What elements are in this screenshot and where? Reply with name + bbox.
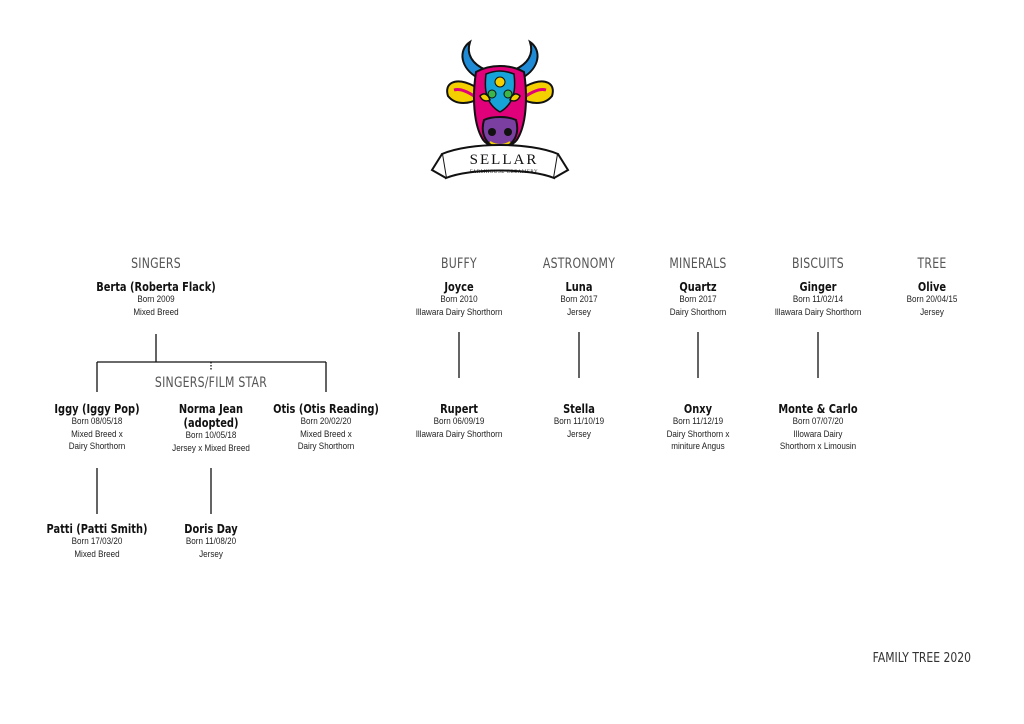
group-label-tree: TREE [917, 256, 947, 272]
cow-born: Born 08/05/18 [71, 416, 123, 427]
cow-name: Stella [563, 402, 595, 416]
cow-name: Berta (Roberta Flack) [96, 280, 216, 294]
cow-name: Otis (Otis Reading) [273, 402, 379, 416]
cow-node-otis: Otis (Otis Reading) Born 20/02/20 Mixed … [251, 402, 401, 454]
cow-breed: Mixed Breed [133, 306, 179, 318]
cow-node-monte-carlo: Monte & Carlo Born 07/07/20 Illowara Dai… [743, 402, 893, 454]
cow-breed: Dairy Shorthorn x [666, 428, 730, 440]
cow-name: Luna [565, 280, 593, 294]
logo-brand: SELLAR [469, 152, 539, 168]
cow-node-stella: Stella Born 11/10/19 Jersey [504, 402, 654, 441]
cow-name: Onxy [683, 402, 713, 416]
footer-family-tree-year: FAMILY TREE 2020 [872, 650, 971, 666]
cow-node-onxy: Onxy Born 11/12/19 Dairy Shorthorn x min… [623, 402, 773, 454]
cow-breed: Jersey [567, 428, 591, 440]
cow-node-quartz: Quartz Born 2017 Dairy Shorthorn [623, 280, 773, 319]
group-label-astronomy: ASTRONOMY [542, 256, 616, 272]
logo-tagline: FARMHOUSE CREAMERY [469, 170, 539, 175]
cow-name: Ginger [799, 280, 837, 294]
cow-breed: Illawara Dairy Shorthorn [415, 306, 503, 318]
cow-name: Joyce [444, 280, 474, 294]
cow-breed: Jersey [199, 548, 223, 560]
cow-name: Doris Day [184, 522, 238, 536]
cow-node-joyce: Joyce Born 2010 Illawara Dairy Shorthorn [384, 280, 534, 319]
cow-born: Born 11/08/20 [185, 536, 237, 547]
cow-born: Born 07/07/20 [792, 416, 844, 427]
cow-born: Born 06/09/19 [433, 416, 485, 427]
group-label-singers-film-star: SINGERS/FILM STAR [154, 375, 268, 391]
cow-breed: Illowara Dairy [793, 428, 843, 440]
cow-breed: Jersey [567, 306, 591, 318]
cow-born: Born 11/02/14 [792, 294, 844, 305]
cow-name: Olive [917, 280, 947, 294]
group-label-singers: SINGERS [131, 256, 181, 272]
cow-node-berta: Berta (Roberta Flack) Born 2009 Mixed Br… [81, 280, 231, 319]
cow-node-patti: Patti (Patti Smith) Born 17/03/20 Mixed … [22, 522, 172, 561]
sellar-cow-logo [430, 39, 570, 180]
cow-node-ginger: Ginger Born 11/02/14 Illawara Dairy Shor… [743, 280, 893, 319]
cow-born: Born 20/02/20 [300, 416, 352, 427]
cow-name: Norma Jean [178, 402, 244, 416]
cow-breed: Mixed Breed x [71, 428, 123, 440]
group-label-buffy: BUFFY [441, 256, 477, 272]
cow-node-norma-jean: Norma Jean (adopted) Born 10/05/18 Jerse… [136, 402, 286, 455]
cow-breed: Jersey [920, 306, 944, 318]
cow-breed-line2: Shorthorn x Limousin [779, 441, 857, 452]
cow-node-rupert: Rupert Born 06/09/19 Illawara Dairy Shor… [384, 402, 534, 441]
cow-name: Rupert [440, 402, 478, 416]
cow-born: Born 2017 [560, 294, 598, 305]
cow-born: Born 10/05/18 [185, 430, 237, 441]
cow-name: Monte & Carlo [778, 402, 858, 416]
cow-born: Born 17/03/20 [71, 536, 123, 547]
cow-node-luna: Luna Born 2017 Jersey [504, 280, 654, 319]
cow-born: Born 11/10/19 [553, 416, 605, 427]
cow-name-line2: (adopted) [183, 416, 239, 430]
cow-breed: Jersey x Mixed Breed [172, 442, 250, 454]
cow-breed: Mixed Breed x [300, 428, 352, 440]
cow-breed: Mixed Breed [74, 548, 120, 560]
cow-born: Born 2010 [440, 294, 478, 305]
cow-born: Born 20/04/15 [906, 294, 958, 305]
cow-breed-line2: miniture Angus [671, 441, 725, 452]
cow-breed: Illawara Dairy Shorthorn [415, 428, 503, 440]
cow-born: Born 2009 [137, 294, 175, 305]
cow-name: Iggy (Iggy Pop) [54, 402, 140, 416]
cow-breed: Illawara Dairy Shorthorn [774, 306, 862, 318]
cow-node-doris-day: Doris Day Born 11/08/20 Jersey [136, 522, 286, 561]
group-label-minerals: MINERALS [669, 256, 727, 272]
cow-born: Born 2017 [679, 294, 717, 305]
cow-node-iggy: Iggy (Iggy Pop) Born 08/05/18 Mixed Bree… [22, 402, 172, 454]
cow-breed: Dairy Shorthorn [669, 306, 727, 318]
cow-breed-line2: Dairy Shorthorn [68, 441, 126, 452]
cow-born: Born 11/12/19 [672, 416, 724, 427]
cow-breed-line2: Dairy Shorthorn [297, 441, 355, 452]
cow-name: Patti (Patti Smith) [46, 522, 148, 536]
cow-name: Quartz [679, 280, 717, 294]
group-label-biscuits: BISCUITS [792, 256, 844, 272]
cow-node-olive: Olive Born 20/04/15 Jersey [857, 280, 1007, 319]
